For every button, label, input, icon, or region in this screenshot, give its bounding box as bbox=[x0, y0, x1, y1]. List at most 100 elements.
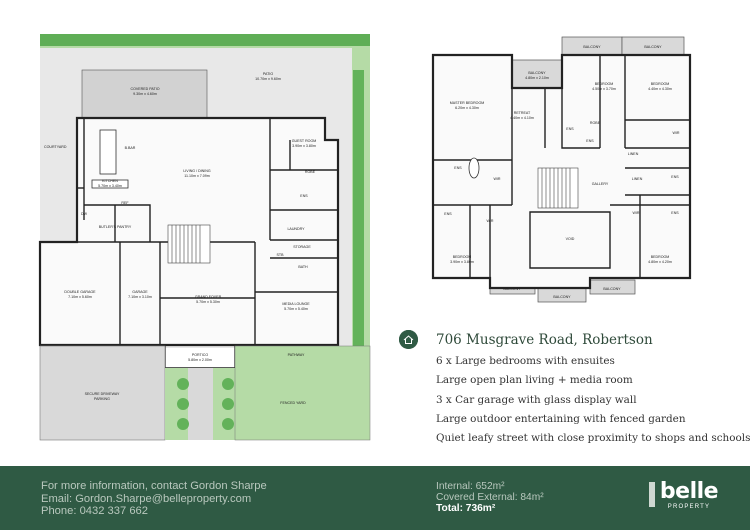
ground-floor-plan: COURTYARD COVERED PATIO 9.30m x 4.60m PA… bbox=[38, 34, 371, 441]
email-line[interactable]: Email: Gordon.Sharpe@belleproperty.com bbox=[41, 492, 252, 505]
label-parking: PARKING bbox=[94, 397, 110, 401]
label-retreat-dims: 4.40m x 4.10m bbox=[510, 116, 534, 120]
fenced-yard bbox=[234, 345, 371, 441]
label-double-garage: DOUBLE GARAGE bbox=[64, 290, 96, 294]
label-media-lounge-dims: 5.70m x 5.40m bbox=[284, 307, 308, 311]
label-balcony-top-dims: 4.80m x 2.10m bbox=[525, 76, 549, 80]
feature-item: Large open plan living + media room bbox=[436, 374, 633, 387]
label-guest-room-dims: 3.90m x 3.80m bbox=[292, 144, 316, 148]
label-butlers-pantry: BUTLER'S PANTRY bbox=[99, 225, 132, 229]
label-bedroom-b: BEDROOM bbox=[651, 82, 670, 86]
feature-item: Quiet leafy street with close proximity … bbox=[436, 432, 750, 445]
label-portico: PORTICO bbox=[192, 353, 209, 357]
label-uf-ens-a: ENS bbox=[566, 127, 574, 131]
area-summary: Internal: 652m² Covered External: 84m² T… bbox=[436, 481, 544, 514]
label-pathway: PATHWAY bbox=[288, 353, 305, 357]
label-media-lounge: MEDIA LOUNGE bbox=[282, 302, 310, 306]
label-balcony-top: BALCONY bbox=[528, 71, 546, 75]
label-secure-driveway: SECURE DRIVEWAY bbox=[85, 392, 120, 396]
kitchen-bench bbox=[91, 179, 129, 189]
label-covered-patio: COVERED PATIO bbox=[130, 87, 159, 91]
label-grand-foyer: GRAND FOYER bbox=[195, 295, 222, 299]
label-fenced-yard: FENCED YARD bbox=[280, 401, 306, 405]
label-bedroom-d-dims: 4.80m x 4.20m bbox=[648, 260, 672, 264]
label-living-dims: 11.10m x 7.09m bbox=[184, 174, 210, 178]
label-bedroom-a-dims: 4.50m x 3.70m bbox=[592, 87, 616, 91]
ground-stairs bbox=[167, 224, 211, 264]
front-path bbox=[188, 368, 213, 440]
label-ens-c: ENS bbox=[444, 212, 452, 216]
label-ens-b: ENS bbox=[671, 175, 679, 179]
label-gf-ens: ENS bbox=[300, 194, 308, 198]
label-wir-d: WIR bbox=[633, 211, 640, 215]
label-gf-robe: ROBE bbox=[305, 170, 316, 174]
label-bedroom-a: BEDROOM bbox=[595, 82, 614, 86]
label-garage: GARAGE bbox=[132, 290, 148, 294]
brand-name: belle bbox=[659, 479, 719, 504]
kitchen-island bbox=[99, 129, 117, 175]
label-bedroom-c: BEDROOM bbox=[453, 255, 472, 259]
label-covered-patio-dims: 9.30m x 4.60m bbox=[133, 92, 157, 96]
label-garage-dims: 7.10m x 3.10m bbox=[128, 295, 152, 299]
label-ens-d: ENS bbox=[671, 211, 679, 215]
label-bedroom-c-dims: 3.90m x 3.80m bbox=[450, 260, 474, 264]
label-balcony-mid: BALCONY bbox=[583, 45, 601, 49]
phone-line[interactable]: Phone: 0432 337 662 bbox=[41, 505, 149, 517]
label-courtyard: COURTYARD bbox=[44, 145, 67, 149]
label-living: LIVING / DINING bbox=[183, 169, 211, 173]
label-master-ens: ENS bbox=[454, 166, 462, 170]
label-bedroom-d: BEDROOM bbox=[651, 255, 670, 259]
driveway bbox=[39, 345, 166, 441]
logo-bar bbox=[649, 482, 655, 507]
label-patio-dims: 10.70m x 9.60m bbox=[255, 77, 281, 81]
feature-list: 6 x Large bedrooms with ensuites Large o… bbox=[436, 352, 750, 448]
label-bath: BATH bbox=[298, 265, 308, 269]
label-patio: PATIO bbox=[263, 72, 273, 76]
label-wir-b: WIR bbox=[673, 131, 680, 135]
label-dw: DW bbox=[81, 212, 88, 216]
property-address: 706 Musgrave Road, Robertson bbox=[436, 332, 653, 348]
label-ref: REF bbox=[121, 201, 129, 205]
label-balcony-bl: BALCONY bbox=[503, 287, 521, 291]
label-storage: STORAGE bbox=[293, 245, 311, 249]
label-wir-c: WIR bbox=[487, 219, 494, 223]
belle-logo: belle PROPERTY bbox=[649, 479, 720, 510]
feature-item: 6 x Large bedrooms with ensuites bbox=[436, 355, 615, 367]
label-master-bedroom-dims: 6.20m x 4.30m bbox=[455, 106, 479, 110]
label-grand-foyer-dims: 5.70m x 5.30m bbox=[196, 300, 220, 304]
covered-patio bbox=[81, 69, 208, 119]
covered-external-area: Covered External: 84m² bbox=[436, 491, 544, 503]
label-balcony-br: BALCONY bbox=[603, 287, 621, 291]
label-linen-b: LINEN bbox=[632, 177, 643, 181]
feature-item: Large outdoor entertaining with fenced g… bbox=[436, 412, 686, 425]
label-balcony-right: BALCONY bbox=[644, 45, 662, 49]
contact-block: For more information, contact Gordon Sha… bbox=[41, 480, 267, 518]
label-stb: STB bbox=[277, 253, 285, 257]
label-balcony-bm: BALCONY bbox=[553, 295, 571, 299]
brand-sub: PROPERTY bbox=[667, 504, 711, 510]
label-kitchen-dims: 5.70m x 3.40m bbox=[98, 184, 122, 188]
label-master-wir: WIR bbox=[494, 177, 501, 181]
house-icon bbox=[399, 330, 418, 349]
footer-band: For more information, contact Gordon Sha… bbox=[0, 466, 750, 530]
label-bbar: B.BAR bbox=[125, 146, 136, 150]
label-guest-room: GUEST ROOM bbox=[292, 139, 317, 143]
label-retreat: RETREAT bbox=[514, 111, 531, 115]
upper-floor-plan: BALCONY 4.80m x 2.10m BALCONY BALCONY MA… bbox=[431, 36, 692, 303]
top-hedge bbox=[40, 34, 370, 46]
label-master-bedroom: MASTER BEDROOM bbox=[450, 101, 485, 105]
label-bedroom-b-dims: 4.40m x 4.30m bbox=[648, 87, 672, 91]
label-double-garage-dims: 7.10m x 5.60m bbox=[68, 295, 92, 299]
label-linen-a: LINEN bbox=[628, 152, 639, 156]
internal-area: Internal: 652m² bbox=[436, 481, 505, 492]
total-area: Total: 736m² bbox=[436, 502, 496, 514]
master-bathtub bbox=[468, 157, 480, 179]
feature-item: 3 x Car garage with glass display wall bbox=[436, 393, 637, 406]
label-laundry: LAUNDRY bbox=[287, 227, 305, 231]
upper-stairs bbox=[537, 167, 579, 209]
right-hedge bbox=[353, 70, 364, 350]
label-portico-dims: 5.80m x 2.00m bbox=[188, 358, 212, 362]
contact-line: For more information, contact Gordon Sha… bbox=[41, 480, 267, 492]
front-shrubs bbox=[177, 378, 234, 430]
